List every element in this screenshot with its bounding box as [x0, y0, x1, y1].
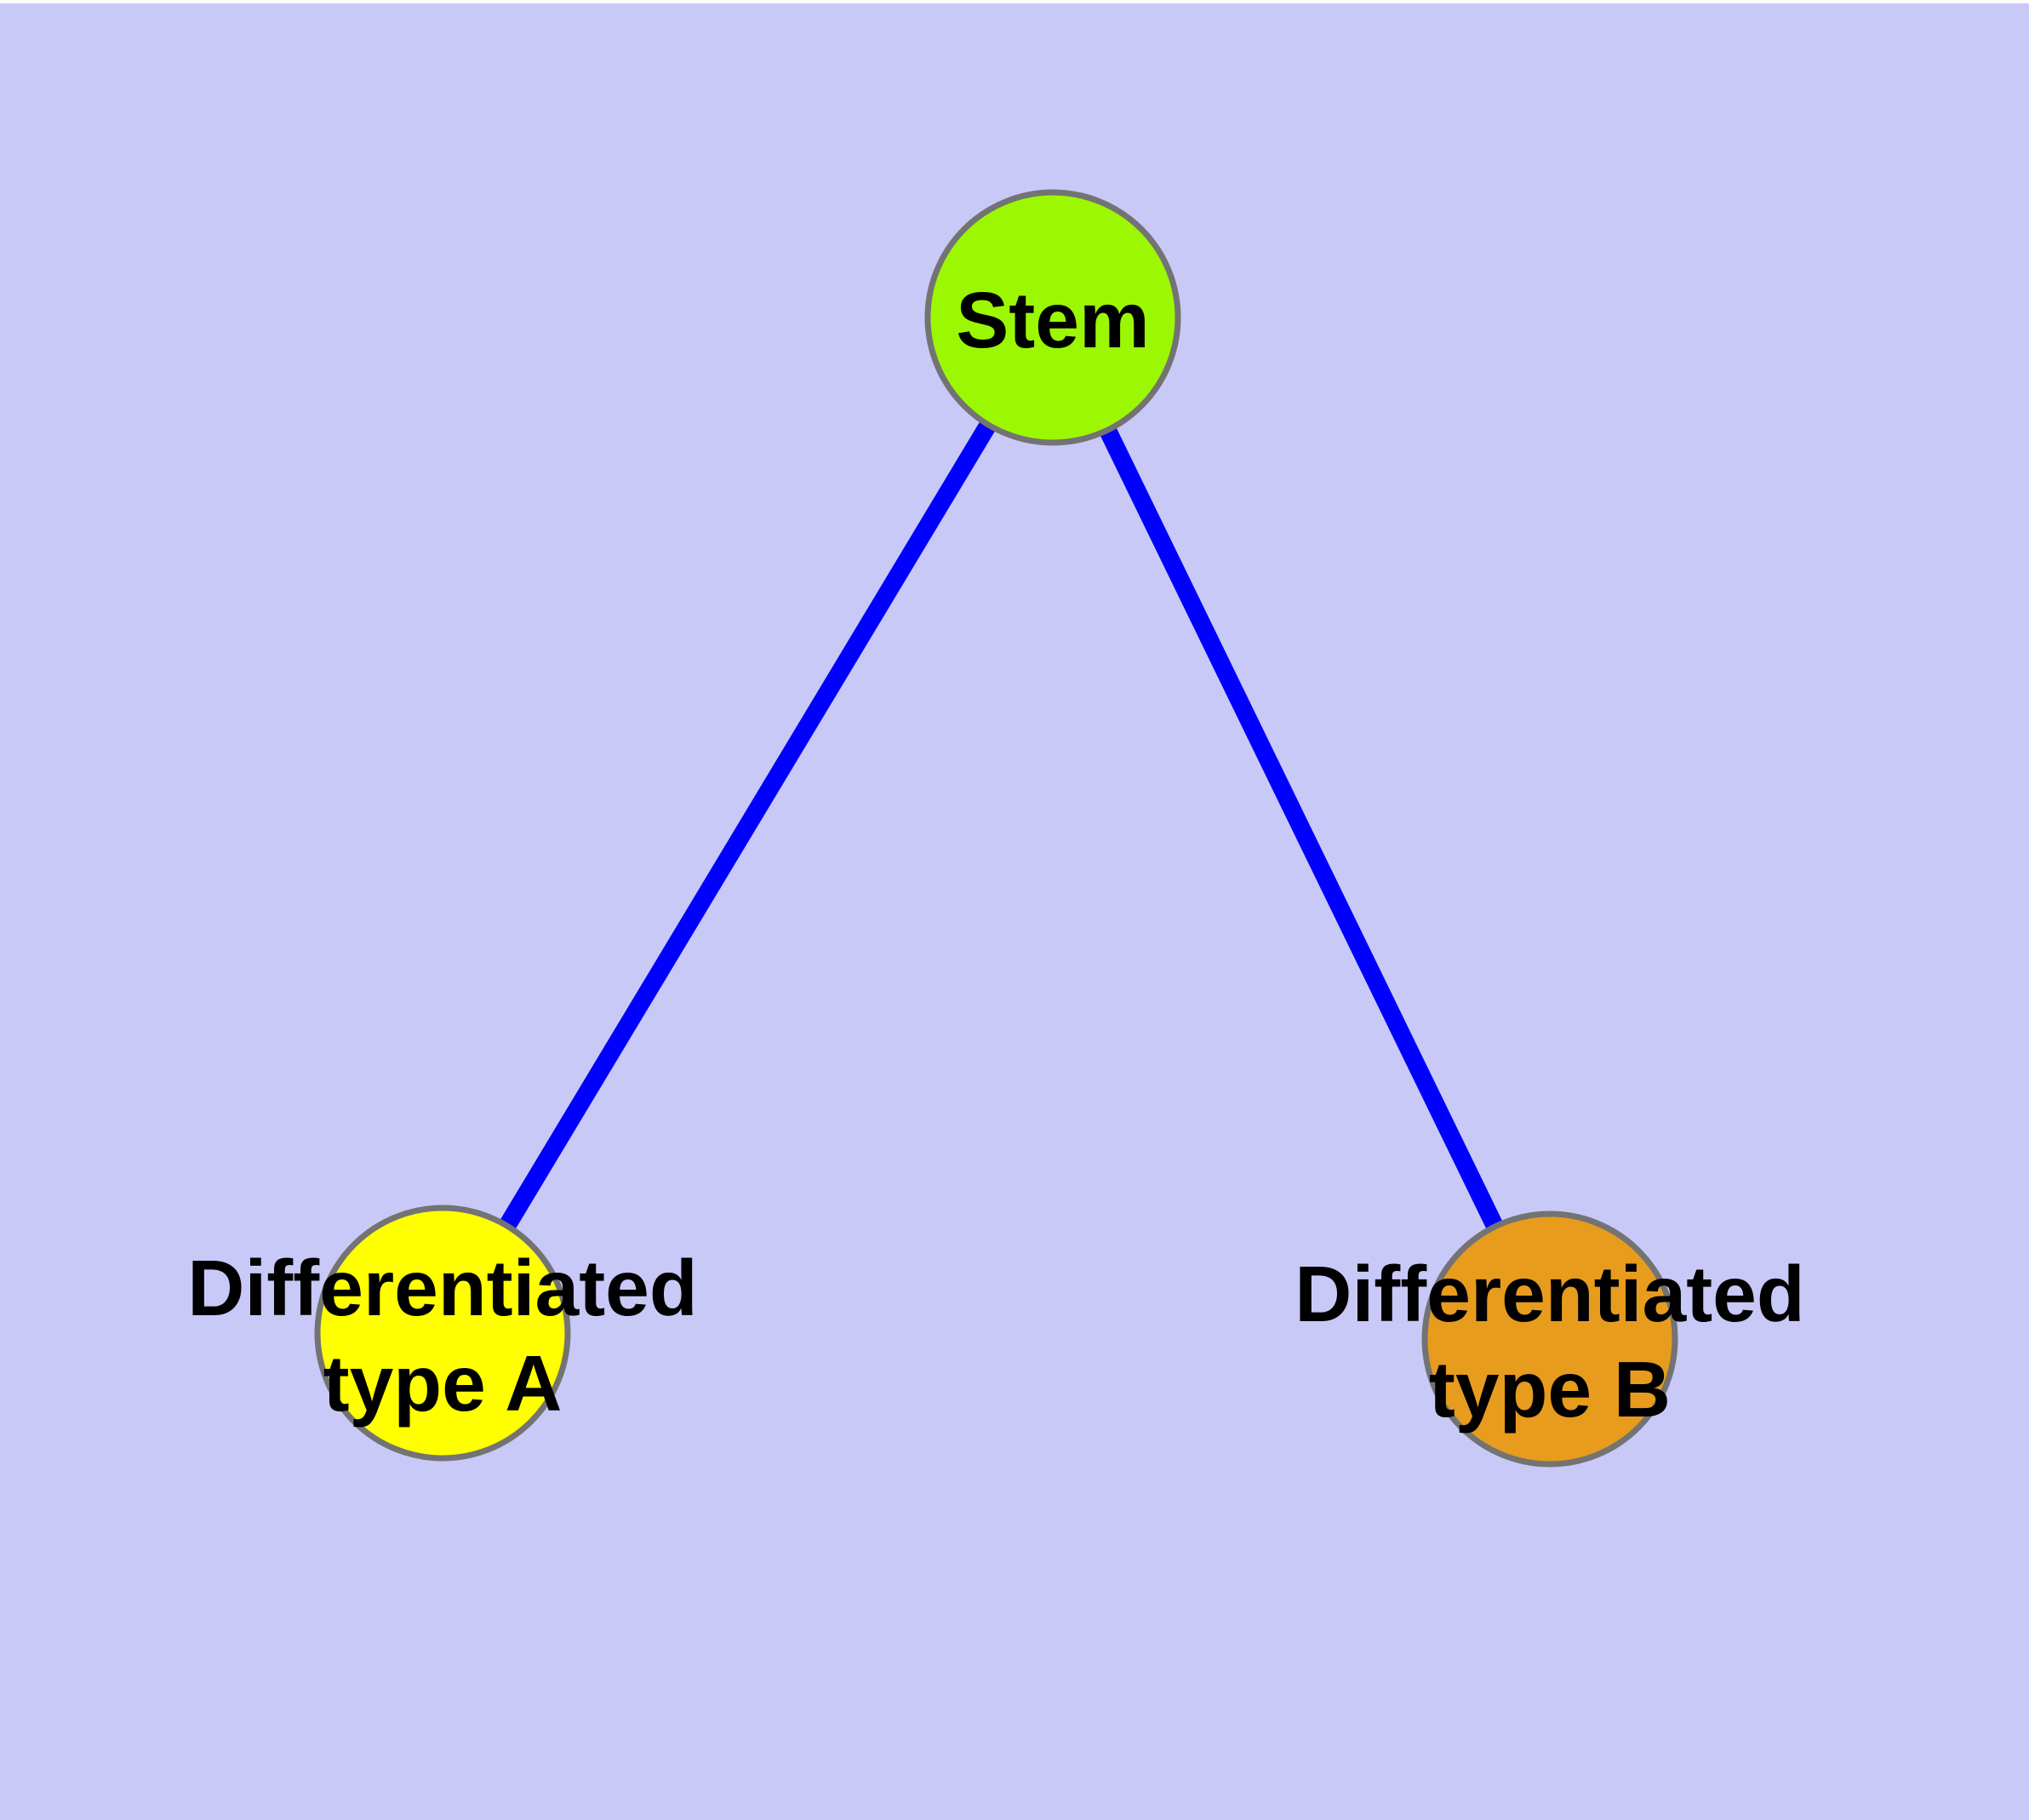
- node-differentiated-type-b-label-line: Differentiated: [1295, 1250, 1804, 1338]
- node-stem-label-line: Stem: [956, 276, 1149, 364]
- node-differentiated-type-b-circle: [1421, 1210, 1678, 1468]
- figure-top-margin: [0, 0, 2029, 4]
- edge-stem-to-differentiated-type-a: [435, 312, 1060, 1338]
- node-differentiated-type-b-label-line: type B: [1429, 1345, 1671, 1434]
- edge-stem-to-differentiated-type-b: [1044, 313, 1558, 1343]
- edge-layer: [435, 312, 1558, 1343]
- node-stem: Stem: [924, 189, 1181, 446]
- node-differentiated-type-a-label-line: type A: [323, 1339, 563, 1428]
- node-differentiated-type-a-circle: [314, 1205, 571, 1462]
- node-differentiated-type-a-label-line: Differentiated: [187, 1244, 697, 1332]
- node-stem-circle: [924, 189, 1181, 446]
- node-stem-label: Stem: [956, 276, 1149, 364]
